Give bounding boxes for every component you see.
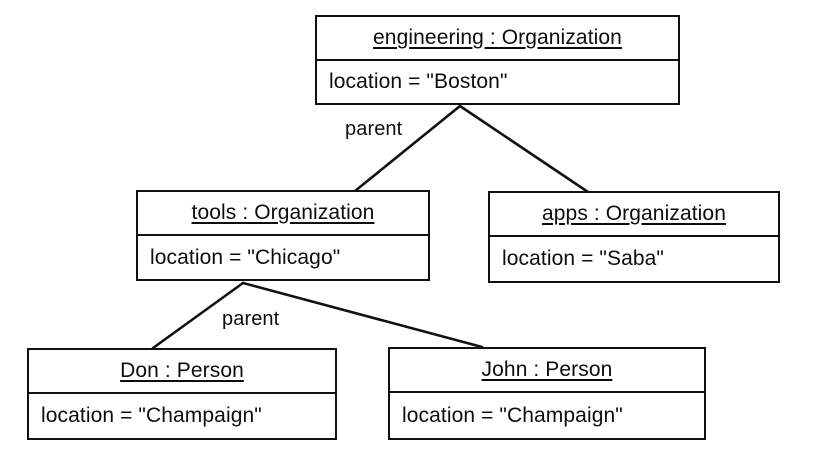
object-attribute-don-location: location = "Champaign" (41, 404, 262, 427)
object-attribute-compartment-john: location = "Champaign" (390, 393, 704, 438)
object-attribute-compartment-apps: location = "Saba" (490, 237, 778, 281)
object-attribute-compartment-don: location = "Champaign" (29, 394, 335, 438)
link-label-parent-upper: parent (345, 118, 403, 140)
object-name-tools: tools : Organization (191, 201, 375, 224)
object-attribute-john-location: location = "Champaign" (402, 403, 623, 427)
object-name-apps: apps : Organization (541, 202, 726, 225)
object-name-john: John : Person (481, 358, 613, 381)
link-label-parent-lower: parent (222, 308, 280, 330)
object-attribute-tools-location: location = "Chicago" (150, 245, 341, 269)
object-box-don[interactable]: Don : Person location = "Champaign" (27, 348, 337, 440)
object-title-compartment-engineering: engineering : Organization (317, 17, 678, 61)
link-engineering-tools (353, 104, 462, 193)
link-tools-john (241, 281, 484, 349)
object-box-tools[interactable]: tools : Organization location = "Chicago… (136, 190, 430, 281)
object-title-compartment-john: John : Person (390, 349, 704, 393)
object-name-engineering: engineering : Organization (373, 26, 622, 49)
object-attribute-engineering-location: location = "Boston" (329, 70, 508, 93)
object-title-compartment-tools: tools : Organization (138, 192, 428, 236)
object-attribute-apps-location: location = "Saba" (502, 247, 664, 270)
object-name-don: Don : Person (120, 359, 244, 382)
link-tools-don (151, 281, 245, 350)
link-engineering-apps (458, 104, 590, 194)
object-box-apps[interactable]: apps : Organization location = "Saba" (488, 191, 780, 283)
object-attribute-compartment-engineering: location = "Boston" (317, 61, 678, 103)
object-title-compartment-don: Don : Person (29, 350, 335, 394)
object-box-engineering[interactable]: engineering : Organization location = "B… (315, 15, 680, 105)
object-title-compartment-apps: apps : Organization (490, 193, 778, 237)
object-box-john[interactable]: John : Person location = "Champaign" (388, 347, 706, 440)
object-attribute-compartment-tools: location = "Chicago" (138, 236, 428, 279)
